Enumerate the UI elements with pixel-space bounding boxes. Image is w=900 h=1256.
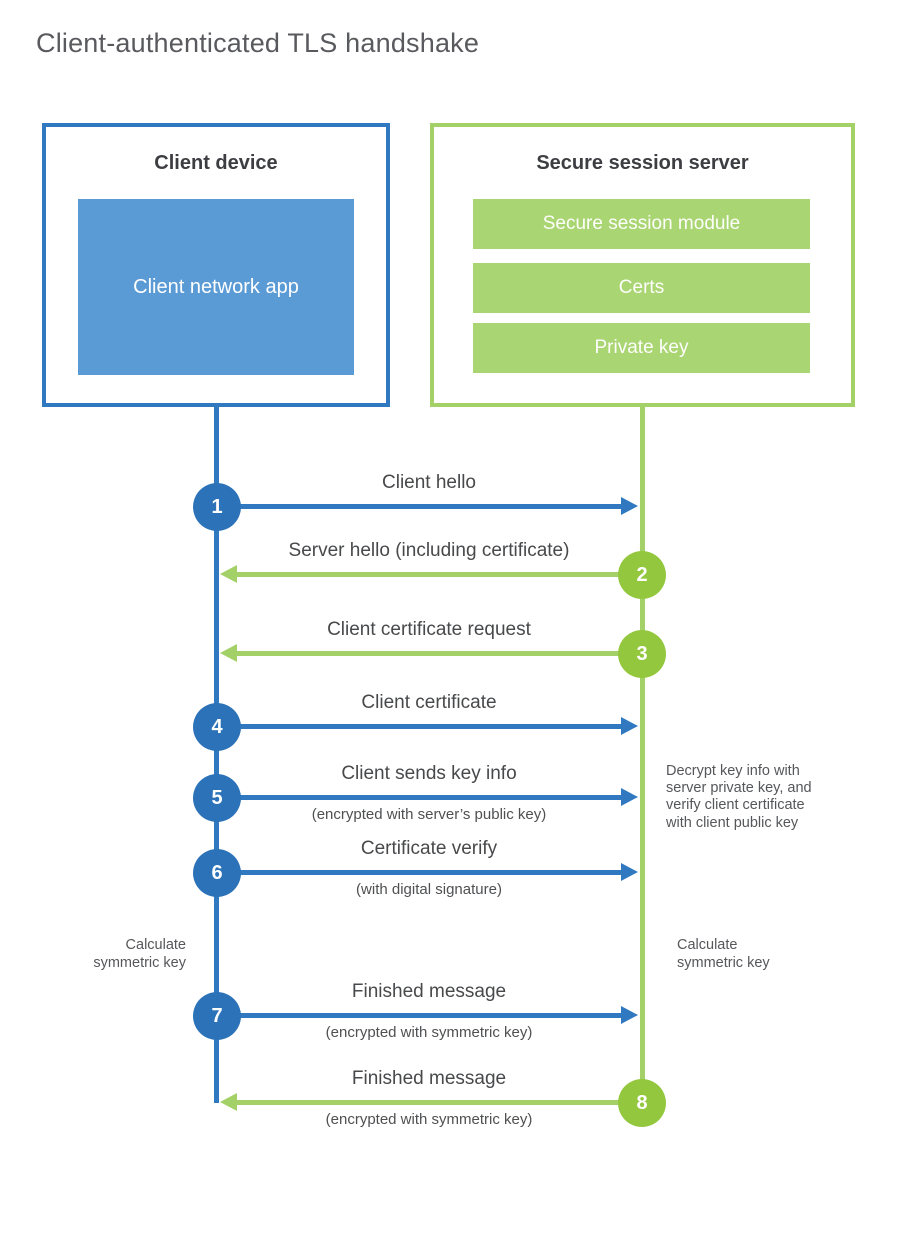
client-network-app-label: Client network app <box>133 275 299 298</box>
step-circle-6: 6 <box>193 849 241 897</box>
arrowhead-left-icon <box>220 644 237 662</box>
message-sublabel: (encrypted with symmetric key) <box>325 1024 533 1041</box>
message-label: Server hello (including certificate) <box>288 540 570 561</box>
client-lifeline <box>214 407 219 1103</box>
arrow-server-hello <box>220 565 642 583</box>
message-label: Client certificate <box>361 692 497 713</box>
step-circle-3: 3 <box>618 630 666 678</box>
arrow-finished-message-server <box>220 1093 642 1111</box>
arrow-certificate-verify <box>217 863 638 881</box>
message-sublabel: (with digital signature) <box>356 881 502 898</box>
step-circle-8: 8 <box>618 1079 666 1127</box>
arrowhead-left-icon <box>220 565 237 583</box>
arrow-client-sends-key-info <box>217 788 638 806</box>
arrow-client-hello <box>217 497 638 515</box>
secure-session-server-title: Secure session server <box>536 152 749 174</box>
arrowhead-right-icon <box>621 863 638 881</box>
server-module-private-key: Private key <box>473 323 810 373</box>
message-label: Certificate verify <box>360 838 498 859</box>
arrowhead-right-icon <box>621 788 638 806</box>
server-module-secure-session: Secure session module <box>473 199 810 249</box>
client-device-title: Client device <box>154 152 278 174</box>
step-circle-1: 1 <box>193 483 241 531</box>
message-label: Finished message <box>351 981 507 1002</box>
secure-session-server-box: Secure session server Secure session mod… <box>430 123 855 407</box>
message-sublabel: (encrypted with server’s public key) <box>311 806 547 823</box>
step-circle-5: 5 <box>193 774 241 822</box>
message-label: Client certificate request <box>327 619 531 640</box>
server-module-certs: Certs <box>473 263 810 313</box>
arrow-finished-message-client <box>217 1006 638 1024</box>
arrow-client-certificate <box>217 717 638 735</box>
client-network-app-box: Client network app <box>78 199 354 375</box>
message-label: Client hello <box>382 472 476 493</box>
arrowhead-left-icon <box>220 1093 237 1111</box>
note-decrypt-key-info: Decrypt key info with server private key… <box>666 763 812 831</box>
message-label: Finished message <box>351 1068 507 1089</box>
arrowhead-right-icon <box>621 1006 638 1024</box>
server-lifeline <box>640 407 645 1107</box>
arrow-client-certificate-request <box>220 644 642 662</box>
step-circle-7: 7 <box>193 992 241 1040</box>
client-device-box: Client device Client network app <box>42 123 390 407</box>
step-circle-2: 2 <box>618 551 666 599</box>
arrowhead-right-icon <box>621 497 638 515</box>
message-sublabel: (encrypted with symmetric key) <box>325 1111 533 1128</box>
page-title: Client-authenticated TLS handshake <box>36 28 480 58</box>
step-circle-4: 4 <box>193 703 241 751</box>
note-calculate-symmetric-key-server: Calculate symmetric key <box>677 937 770 971</box>
note-calculate-symmetric-key-client: Calculate symmetric key <box>93 937 186 971</box>
message-label: Client sends key info <box>341 763 517 784</box>
arrowhead-right-icon <box>621 717 638 735</box>
